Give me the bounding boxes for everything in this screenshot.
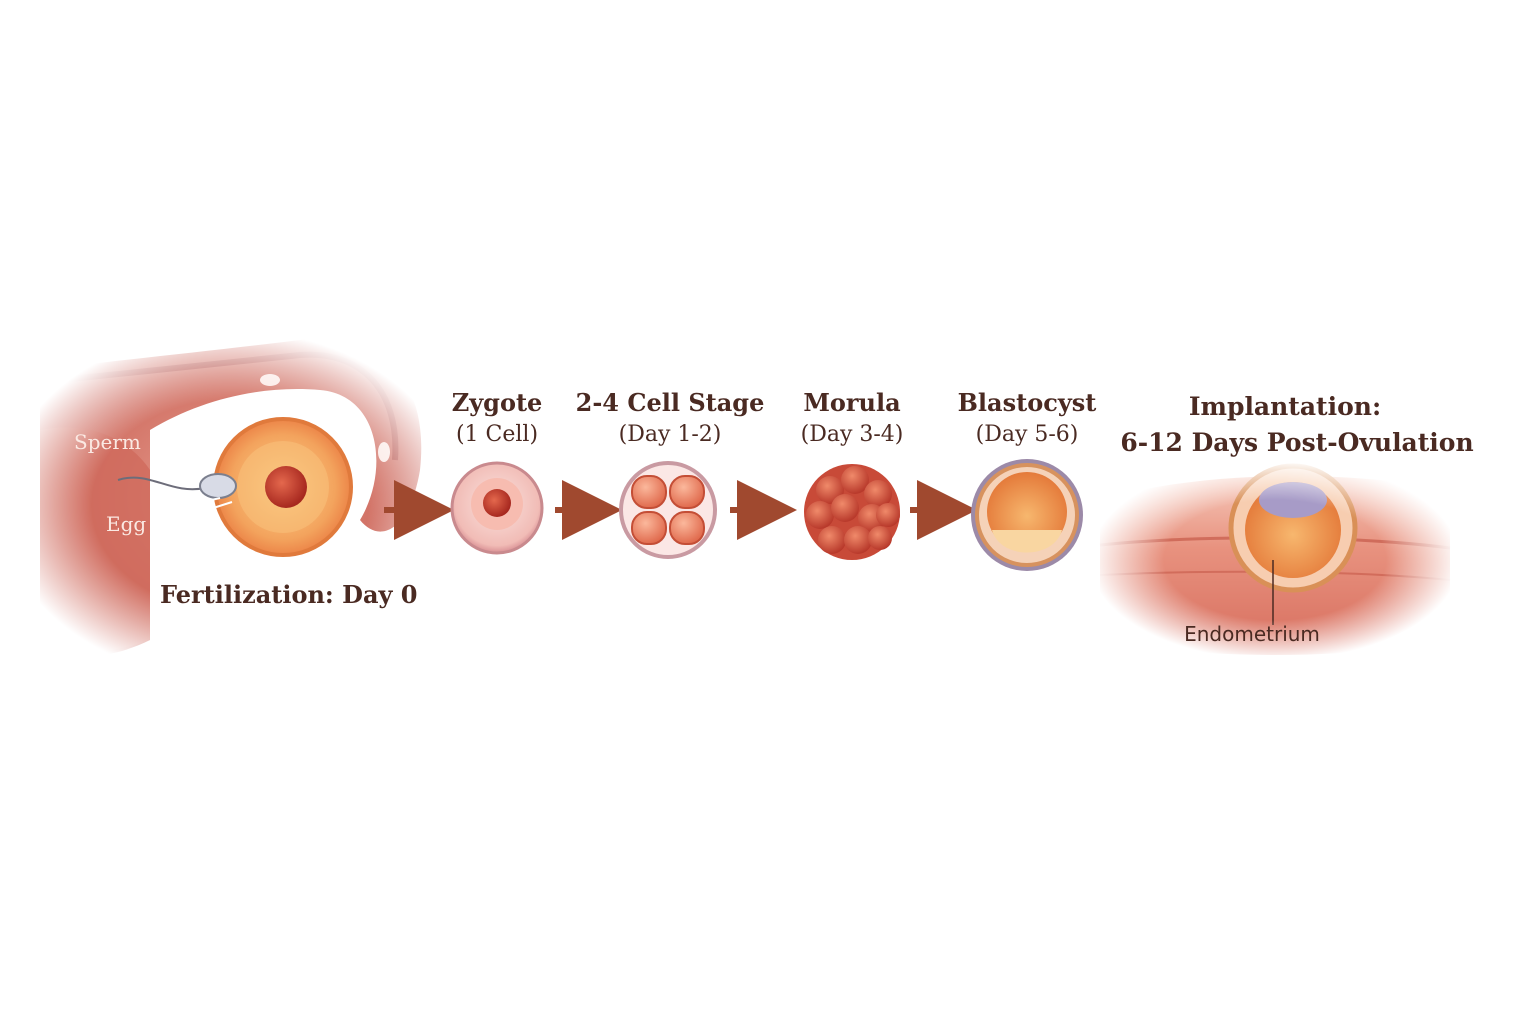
- stage-four-cell-subtitle: (Day 1-2): [618, 422, 722, 447]
- fertilization-label: Fertilization: Day 0: [160, 580, 418, 609]
- blastocyst-illustration: [971, 459, 1083, 571]
- fallopian-tube-illustration: [0, 330, 460, 680]
- stage-four-cell-title: 2-4 Cell Stage: [575, 388, 765, 417]
- stage-morula-title: Morula: [803, 388, 901, 417]
- egg-cell-illustration: [213, 417, 353, 557]
- sperm-cell-illustration: [117, 473, 237, 526]
- zygote-illustration: [450, 461, 544, 555]
- four-cell-illustration: [619, 461, 717, 559]
- endometrium-label: Endometrium: [1184, 622, 1320, 646]
- morula-illustration: [804, 464, 900, 560]
- implantation-illustration: [1090, 460, 1460, 660]
- stage-morula-subtitle: (Day 3-4): [800, 422, 904, 447]
- stage-implantation-subtitle: 6-12 Days Post-Ovulation: [1120, 428, 1474, 457]
- stage-zygote-subtitle: (1 Cell): [455, 422, 539, 447]
- stage-zygote-title: Zygote: [451, 388, 543, 417]
- egg-label: Egg: [106, 512, 147, 536]
- sperm-label: Sperm: [74, 430, 141, 454]
- stage-implantation-title: Implantation:: [1188, 392, 1382, 421]
- stage-blastocyst-title: Blastocyst: [957, 388, 1097, 417]
- stage-blastocyst-subtitle: (Day 5-6): [975, 422, 1079, 447]
